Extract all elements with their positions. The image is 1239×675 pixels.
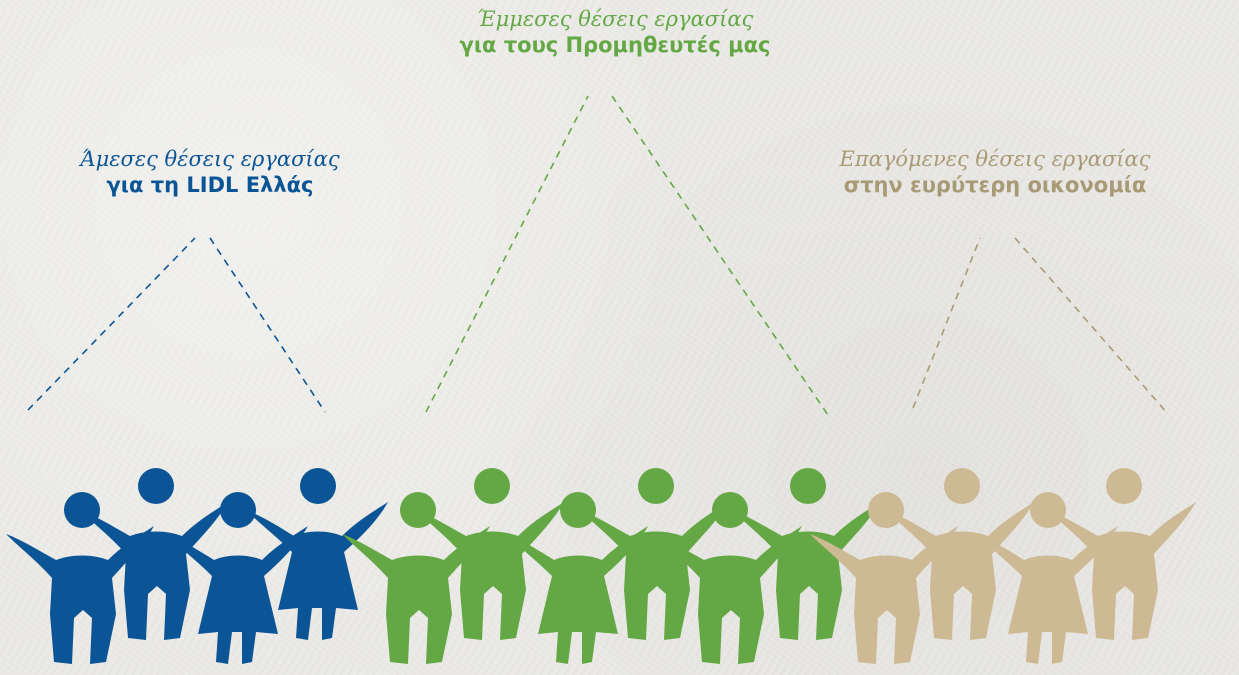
bracket-lines	[27, 95, 1169, 419]
person-body	[810, 526, 958, 664]
person-body	[886, 502, 1034, 640]
person-head	[712, 492, 748, 528]
person-head	[138, 468, 174, 504]
person-figure-induced-14	[1048, 468, 1196, 640]
person-body	[6, 526, 154, 664]
person-body	[1048, 502, 1196, 640]
person-head	[560, 492, 596, 528]
person-head	[220, 492, 256, 528]
person-body-dress	[506, 526, 648, 664]
indirect-jobs-subtitle: για τους Προμηθευτές μας	[459, 33, 771, 58]
person-figure-direct-4	[246, 468, 388, 640]
person-figure-indirect-9	[654, 492, 802, 664]
bracket-line-induced-right	[1014, 237, 1169, 415]
bracket-line-direct-left	[27, 237, 196, 411]
person-head	[474, 468, 510, 504]
induced-jobs-title: Επαγόμενες θέσεις εργασίας	[839, 147, 1151, 171]
person-body	[654, 526, 802, 664]
direct-jobs-title: Άμεσες θέσεις εργασίας	[80, 147, 340, 171]
person-figure-direct-2	[80, 468, 228, 640]
person-figure-induced-12	[886, 468, 1034, 640]
person-figure-indirect-7	[506, 492, 648, 664]
indirect-jobs-label: Έμμεσες θέσεις εργασίας για τους Προμηθε…	[400, 6, 830, 59]
person-figure-direct-3	[166, 492, 308, 664]
person-head	[638, 468, 674, 504]
bracket-line-indirect-right	[611, 95, 831, 419]
person-figure-indirect-8	[580, 468, 728, 640]
person-body	[416, 502, 564, 640]
person-head	[1106, 468, 1142, 504]
induced-jobs-subtitle: στην ευρύτερη οικονομία	[843, 173, 1147, 198]
person-body	[580, 502, 728, 640]
people-figures	[6, 468, 1196, 664]
bracket-line-direct-right	[209, 237, 326, 413]
person-body	[342, 526, 490, 664]
person-body-dress	[166, 526, 308, 664]
indirect-jobs-title: Έμμεσες θέσεις εργασίας	[476, 7, 754, 31]
person-head	[790, 468, 826, 504]
person-head	[944, 468, 980, 504]
bracket-line-induced-left	[912, 237, 981, 409]
person-figure-indirect-6	[416, 468, 564, 640]
bracket-line-indirect-left	[425, 95, 589, 413]
direct-jobs-label: Άμεσες θέσεις εργασίας για τη LIDL Ελλάς	[45, 146, 375, 199]
person-figure-indirect-10	[732, 468, 880, 640]
induced-jobs-label: Επαγόμενες θέσεις εργασίας στην ευρύτερη…	[790, 146, 1200, 199]
direct-jobs-subtitle: για τη LIDL Ελλάς	[106, 173, 314, 198]
person-body	[80, 502, 228, 640]
person-head	[300, 468, 336, 504]
person-body	[732, 502, 880, 640]
person-body-dress	[976, 526, 1118, 664]
person-body-dress	[246, 502, 388, 640]
